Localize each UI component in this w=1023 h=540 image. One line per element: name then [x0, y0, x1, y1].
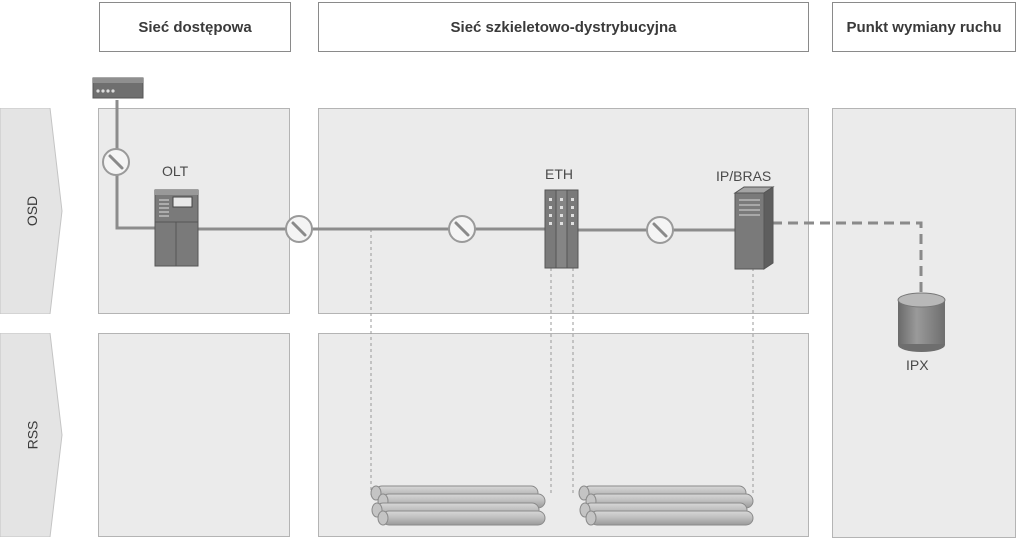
olt-label: OLT	[162, 163, 188, 179]
eth-switch-icon	[545, 190, 578, 268]
ipx-label: IPX	[906, 357, 929, 373]
drop-lines	[371, 229, 753, 495]
ipx-database-icon	[898, 293, 945, 352]
cable-duct-icon-left	[371, 486, 545, 525]
connector-icon-3	[449, 216, 475, 242]
connector-icon-1	[103, 149, 129, 175]
cable-duct-icon-right	[579, 486, 753, 525]
modem-icon	[93, 78, 143, 98]
network-links	[117, 100, 736, 230]
olt-device-icon	[155, 190, 198, 266]
connector-icon-2	[286, 216, 312, 242]
bras-server-icon	[735, 187, 773, 269]
ip-bras-label: IP/BRAS	[716, 168, 771, 184]
connector-icon-4	[647, 217, 673, 243]
link-bras-ipx	[772, 223, 921, 292]
eth-label: ETH	[545, 166, 573, 182]
